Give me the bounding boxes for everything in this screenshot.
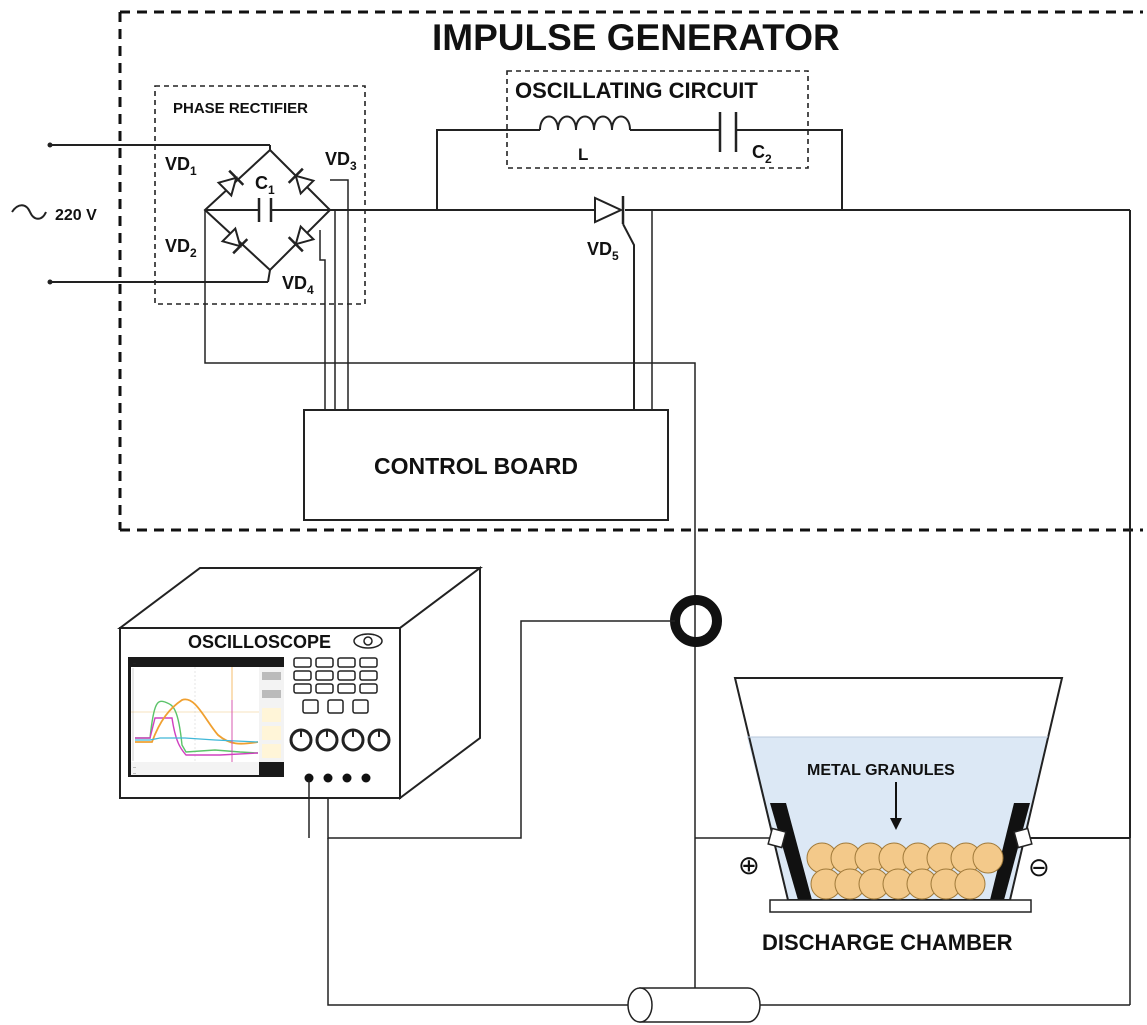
ac-source-icon	[11, 204, 47, 220]
discharge-chamber	[695, 677, 1064, 913]
eye-icon	[353, 633, 383, 649]
diode-vd1-icon	[216, 169, 245, 198]
waveform-orange	[135, 698, 259, 745]
inductor-l-icon	[539, 115, 631, 131]
electrode-left	[770, 803, 812, 900]
vd1-label: VD1	[165, 154, 197, 178]
shunt-resistor-icon	[627, 838, 1131, 1023]
oscilloscope-buttons	[293, 657, 378, 714]
metal-granules	[806, 842, 1004, 900]
diode-vd4-icon	[287, 224, 316, 253]
oscilloscope-input-jacks	[304, 773, 371, 783]
waveform-magenta	[135, 717, 259, 756]
svg-text:…: …	[133, 764, 136, 770]
diode-vd3-icon	[287, 167, 316, 196]
c1-label: C1	[255, 173, 275, 197]
inductor-label: L	[578, 145, 588, 164]
arrow-down-icon	[890, 782, 902, 830]
oscilloscope-screen: … … …	[128, 657, 284, 777]
oscilloscope-knobs	[289, 728, 391, 752]
svg-text:…: …	[133, 660, 136, 666]
control-board	[303, 409, 669, 521]
plus-terminal-icon: ⊕	[738, 851, 760, 881]
waveform-cyan	[135, 737, 259, 743]
minus-terminal-icon: ⊖	[1028, 853, 1050, 883]
control-wires	[204, 179, 696, 1005]
vd3-label: VD3	[325, 149, 357, 173]
vd4-label: VD4	[282, 273, 314, 297]
vd2-label: VD2	[165, 236, 197, 260]
discharge-chamber-label: DISCHARGE CHAMBER	[762, 930, 1013, 955]
diode-vd2-icon	[220, 226, 249, 255]
vd5-label: VD5	[587, 239, 619, 263]
current-transformer-icon	[670, 595, 722, 647]
capacitor-c1-icon	[257, 198, 273, 222]
phase-rectifier-box	[154, 85, 366, 305]
capacitor-c2-icon	[718, 112, 738, 152]
electrode-right	[990, 803, 1030, 900]
rectifier-bridge	[203, 145, 332, 283]
impulse-generator-boundary	[118, 10, 1143, 532]
control-board-label: CONTROL BOARD	[374, 453, 578, 479]
waveform-green	[135, 700, 259, 754]
impulse-generator-title: IMPULSE GENERATOR	[432, 17, 840, 58]
oscilloscope-label: OSCILLOSCOPE	[188, 632, 331, 652]
c2-label: C2	[752, 142, 772, 166]
svg-text:…: …	[133, 770, 136, 776]
diode-vd5-icon	[594, 196, 635, 410]
oscillating-circuit-box	[506, 70, 809, 169]
oscillating-circuit	[436, 112, 843, 210]
supply-voltage-label: 220 V	[55, 207, 97, 224]
metal-granules-label: METAL GRANULES	[807, 762, 955, 779]
phase-rectifier-title: PHASE RECTIFIER	[173, 100, 308, 117]
oscillating-circuit-title: OSCILLATING CIRCUIT	[515, 78, 758, 103]
oscilloscope: … … …	[117, 566, 483, 800]
supply-input	[11, 142, 270, 285]
